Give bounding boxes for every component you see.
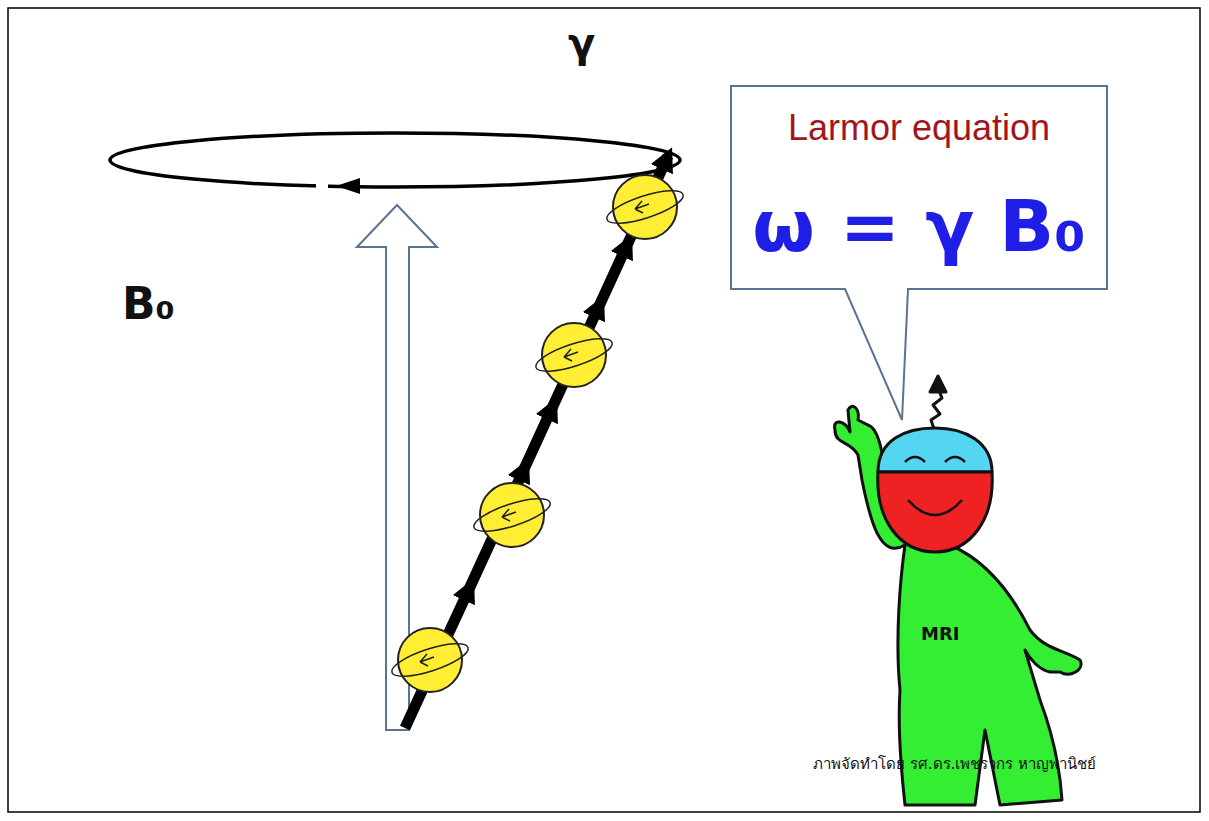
equation-text: ω = γ B₀ — [730, 185, 1108, 268]
frame — [8, 8, 1200, 812]
orbit-arrowhead — [336, 178, 360, 194]
b0-label: B₀ — [122, 278, 175, 329]
callout-heading: Larmor equation — [730, 107, 1108, 148]
precession-orbit — [110, 133, 680, 187]
orbit-gap — [316, 178, 328, 192]
gamma-label: γ — [568, 20, 595, 66]
proton-spheres — [389, 175, 687, 692]
credit-text: ภาพจัดทำโดย รศ.ดร.เพชรากร หาญพานิชย์ — [813, 752, 1096, 776]
callout-box: Larmor equation ω = γ B₀ — [730, 85, 1108, 290]
shirt-text: MRI — [921, 623, 959, 644]
mri-mascot — [835, 376, 1081, 805]
